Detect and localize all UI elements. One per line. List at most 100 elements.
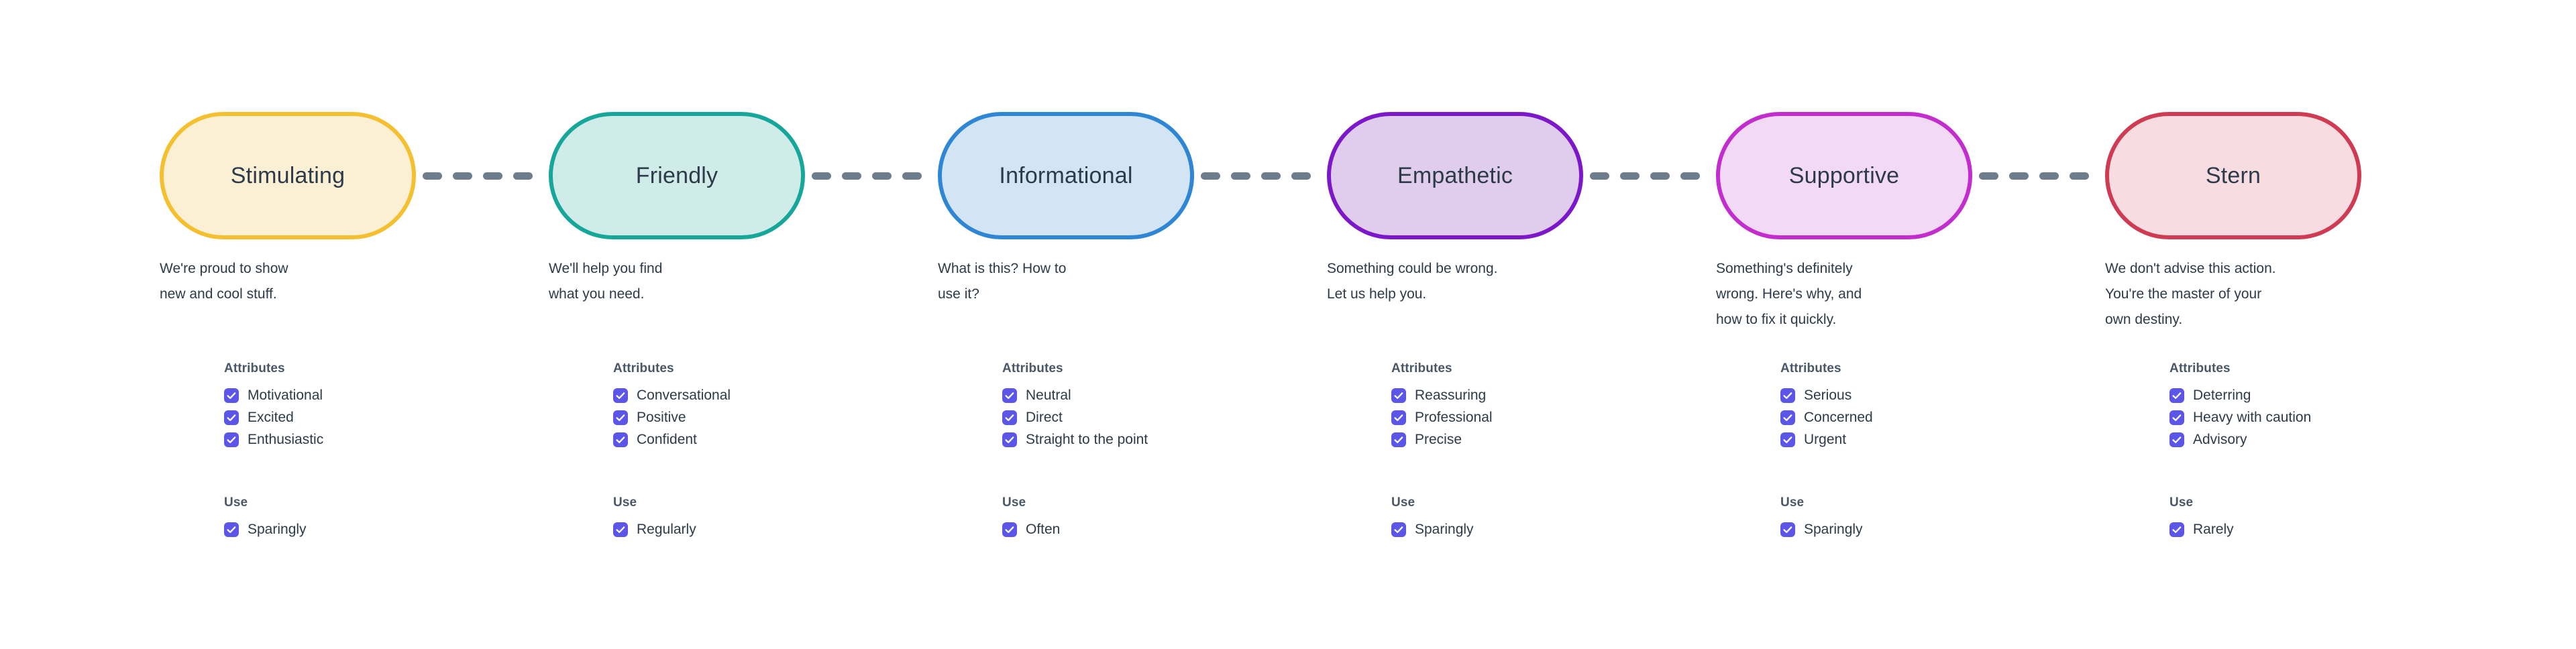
connector-dash	[1291, 172, 1311, 180]
use-item[interactable]: Sparingly	[1780, 518, 2096, 540]
attribute-item[interactable]: Serious	[1780, 384, 2096, 406]
checkmark-icon[interactable]	[1780, 432, 1795, 447]
checkmark-icon[interactable]	[224, 410, 239, 425]
checkmark-icon[interactable]	[1780, 522, 1795, 537]
checkmark-icon[interactable]	[1002, 410, 1017, 425]
attribute-item-label: Advisory	[2193, 432, 2247, 447]
checkmark-icon[interactable]	[2169, 388, 2184, 403]
checkmark-icon[interactable]	[613, 388, 628, 403]
attribute-item[interactable]: Advisory	[2169, 428, 2485, 451]
connector-dash	[2070, 172, 2089, 180]
tone-pill-stern[interactable]: Stern	[2105, 112, 2361, 239]
checkmark-icon[interactable]	[224, 388, 239, 403]
tone-pill-informational[interactable]: Informational	[938, 112, 1194, 239]
attribute-item[interactable]: Reassuring	[1391, 384, 1707, 406]
tone-pill-label: Friendly	[635, 163, 718, 188]
connector-dashed-line	[1590, 169, 1708, 182]
checkmark-icon[interactable]	[1780, 388, 1795, 403]
tone-pill-label: Stern	[2205, 163, 2261, 188]
tone-pill-label: Supportive	[1788, 163, 1900, 188]
checkmark-icon[interactable]	[1780, 410, 1795, 425]
checkmark-icon[interactable]	[613, 410, 628, 425]
connector-dash	[453, 172, 472, 180]
checkmark-icon[interactable]	[1391, 410, 1406, 425]
attribute-item[interactable]: Conversational	[613, 384, 928, 406]
tone-pill-friendly[interactable]: Friendly	[549, 112, 805, 239]
attribute-item[interactable]: Motivational	[224, 384, 539, 406]
connector-dash	[1620, 172, 1640, 180]
connector-dash	[2009, 172, 2029, 180]
tone-column-stern: Stern We don't advise this action. You're…	[2105, 0, 2494, 649]
tone-description: We'll help you find what you need.	[549, 261, 663, 302]
connector-dash	[483, 172, 502, 180]
checkmark-icon[interactable]	[1002, 522, 1017, 537]
attributes-block-heading: Attributes	[224, 361, 285, 375]
use-item-label: Sparingly	[1804, 522, 1863, 537]
attribute-item[interactable]: Heavy with caution	[2169, 406, 2485, 428]
checkmark-icon[interactable]	[1391, 432, 1406, 447]
attribute-item[interactable]: Confident	[613, 428, 928, 451]
attribute-item-label: Conversational	[637, 388, 731, 403]
checkmark-icon[interactable]	[224, 432, 239, 447]
attribute-item[interactable]: Positive	[613, 406, 928, 428]
attribute-item[interactable]: Urgent	[1780, 428, 2096, 451]
attribute-item[interactable]: Concerned	[1780, 406, 2096, 428]
attributes-block-heading: Attributes	[1002, 361, 1063, 375]
checkmark-icon[interactable]	[2169, 522, 2184, 537]
use-item-label: Sparingly	[248, 522, 307, 537]
checkmark-icon[interactable]	[224, 522, 239, 537]
attribute-item[interactable]: Professional	[1391, 406, 1707, 428]
attribute-item-label: Reassuring	[1415, 388, 1487, 403]
tone-pill-empathetic[interactable]: Empathetic	[1327, 112, 1583, 239]
attribute-item-label: Excited	[248, 410, 294, 425]
use-item[interactable]: Regularly	[613, 518, 928, 540]
attribute-item[interactable]: Excited	[224, 406, 539, 428]
attribute-item-label: Direct	[1026, 410, 1063, 425]
connector-dash	[812, 172, 831, 180]
attribute-item[interactable]: Direct	[1002, 406, 1318, 428]
tone-pill-stimulating[interactable]: Stimulating	[160, 112, 416, 239]
attribute-item[interactable]: Precise	[1391, 428, 1707, 451]
attribute-item-label: Confident	[637, 432, 697, 447]
use-item[interactable]: Often	[1002, 518, 1318, 540]
checkmark-icon[interactable]	[613, 522, 628, 537]
connector-dash	[423, 172, 442, 180]
connector-dash	[1261, 172, 1281, 180]
use-item-label: Often	[1026, 522, 1061, 537]
checkmark-icon[interactable]	[613, 432, 628, 447]
use-block-heading: Use	[1002, 495, 1026, 510]
checkmark-icon[interactable]	[1002, 388, 1017, 403]
attribute-item-label: Neutral	[1026, 388, 1071, 403]
attribute-item[interactable]: Deterring	[2169, 384, 2485, 406]
use-item[interactable]: Sparingly	[224, 518, 539, 540]
connector-dash	[872, 172, 892, 180]
use-item[interactable]: Sparingly	[1391, 518, 1707, 540]
attribute-item[interactable]: Enthusiastic	[224, 428, 539, 451]
tone-pill-supportive[interactable]: Supportive	[1716, 112, 1972, 239]
checkmark-icon[interactable]	[1002, 432, 1017, 447]
connector-dashed-line	[812, 169, 930, 182]
connector-dashed-line	[423, 169, 541, 182]
tone-description: We don't advise this action. You're the …	[2105, 261, 2276, 327]
use-block-heading: Use	[613, 495, 637, 510]
checkmark-icon[interactable]	[2169, 410, 2184, 425]
connector-dash	[902, 172, 922, 180]
attributes-block-heading: Attributes	[1780, 361, 1841, 375]
tone-pill-label: Informational	[999, 163, 1133, 188]
checkmark-icon[interactable]	[2169, 432, 2184, 447]
attribute-item[interactable]: Neutral	[1002, 384, 1318, 406]
attribute-item[interactable]: Straight to the point	[1002, 428, 1318, 451]
checkmark-icon[interactable]	[1391, 522, 1406, 537]
use-item[interactable]: Rarely	[2169, 518, 2485, 540]
checkmark-icon[interactable]	[1391, 388, 1406, 403]
attribute-item-label: Concerned	[1804, 410, 1873, 425]
